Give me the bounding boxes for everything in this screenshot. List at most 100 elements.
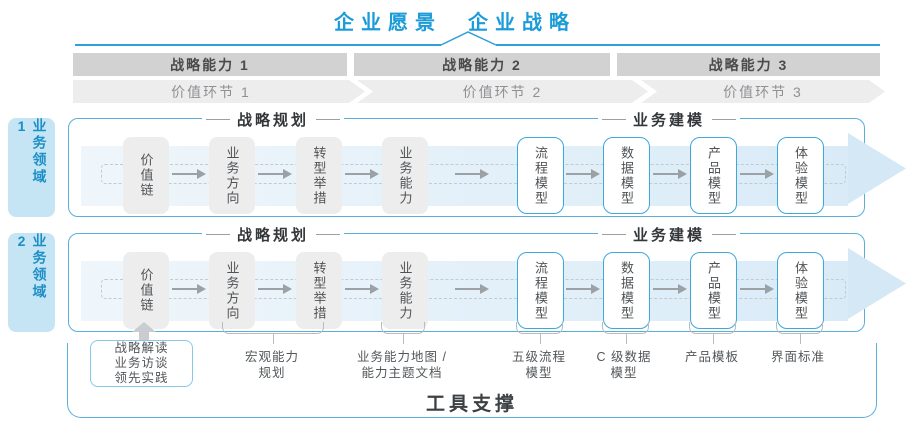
arrow-line [566,173,592,175]
arrow-head [765,169,774,179]
arrow-right-icon [740,169,774,179]
arrow-line [345,173,371,175]
capability-label: 战略能力 3 [708,56,789,73]
title-dash [316,119,341,120]
note-capability-map: 业务能力地图 / 能力主题文档 [357,349,447,381]
section-title-business-modeling: 业务建模 [597,109,741,130]
bracket-data-model [602,322,649,344]
section-title-strategic-planning: 战略规划 [201,109,345,130]
value-link-chevron-1: 价值环节 1 [73,80,365,103]
box-business-capability: 业务能力 [382,252,428,329]
note-ui-standard: 界面标准 [771,349,825,365]
vision-title: 企业愿景 [334,12,442,34]
arrow-right-icon [566,284,600,294]
capability-bar-1: 战略能力 1 [73,53,347,76]
section-title-strategic-planning: 战略规划 [201,224,345,245]
arrow-head [591,169,600,179]
note-line: 模型 [610,366,638,380]
arrow-line [172,288,198,290]
note-data-model: C 级数据 模型 [596,349,651,381]
title-dash [712,119,737,120]
note-line: 业务访谈 [114,356,169,370]
swimlane-domain-2: 价值链 业务方向 转型举措 业务能力 流程模型 数据模型 产品模型 体验模型 战… [68,224,906,332]
box-process-model: 流程模型 [517,137,564,214]
note-product-template: 产品模板 [685,349,739,365]
sidebar-item-domain-2: 业务领域 2 [8,233,55,332]
arrow-head [765,284,774,294]
box-label: 业务能力 [397,145,413,206]
box-label: 产品模型 [706,145,721,206]
box-product-model: 产品模型 [690,137,737,214]
box-transformation-measures: 转型举措 [296,137,342,214]
box-label: 产品模型 [706,260,721,321]
arrow-head [480,169,489,179]
arrow-head [283,284,292,294]
arrow-head [197,169,206,179]
title-dash [601,234,626,235]
box-label: 业务方向 [224,260,240,321]
dashed-track [101,164,846,184]
arrow-line [653,173,679,175]
tool-support-title: 工具支撑 [425,394,519,415]
note-line: 领先实践 [114,371,169,385]
arrow-right-icon [172,169,206,179]
box-transformation-measures: 转型举措 [296,252,342,329]
value-link-label: 价值环节 3 [723,83,803,100]
arrow-right-icon [740,284,774,294]
bracket-capability-map [381,322,425,344]
section-title-business-modeling: 业务建模 [597,224,741,245]
section-title-label: 战略规划 [236,227,310,244]
note-line: 宏观能力 [244,350,300,364]
box-experience-model: 体验模型 [777,137,824,214]
section-title-label: 战略规划 [236,112,310,129]
arrow-head [197,284,206,294]
arrow-head [370,284,379,294]
arrow-line [566,288,592,290]
arrow-head [283,169,292,179]
value-link-chevron-3: 价值环节 3 [641,80,885,103]
bracket-product-template [689,322,736,344]
title-dash [205,119,230,120]
arrow-right-icon [455,284,489,294]
section-title-label: 业务建模 [632,227,706,244]
domain-label: 业务领域 2 [13,233,48,301]
arrow-head [480,284,489,294]
arrow-right-icon [258,169,292,179]
arrow-head [591,284,600,294]
box-business-direction: 业务方向 [209,137,255,214]
diagram-header: 企业愿景 企业战略 [0,6,910,35]
arrow-head [678,284,687,294]
box-value-chain: 价值链 [123,252,169,329]
note-line: 战略解读 [114,341,169,355]
box-data-model: 数据模型 [603,252,650,329]
arrow-head [678,169,687,179]
flow-arrow-head [848,248,906,319]
box-label: 价值链 [138,153,154,198]
note-line: 产品模板 [684,350,740,364]
header-line-left [75,44,441,46]
note-line: 能力主题文档 [361,366,443,380]
box-label: 流程模型 [533,260,548,321]
value-link-label: 价值环节 1 [171,83,251,100]
bracket-macro-capability [222,322,324,344]
box-label: 业务能力 [397,260,413,321]
value-link-chevron-2: 价值环节 2 [357,80,648,103]
arrow-line [345,288,371,290]
box-business-capability: 业务能力 [382,137,428,214]
bracket-ui-standard [776,322,823,344]
box-label: 转型举措 [311,145,327,206]
box-data-model: 数据模型 [603,137,650,214]
box-business-direction: 业务方向 [209,252,255,329]
arrow-right-icon [455,169,489,179]
strategy-title: 企业战略 [468,12,576,34]
tool-support-container [67,343,877,418]
domain-label: 业务领域 1 [13,118,48,186]
note-line: 模型 [525,366,553,380]
title-dash [712,234,737,235]
box-experience-model: 体验模型 [777,252,824,329]
capability-bar-3: 战略能力 3 [617,53,880,76]
arrow-line [455,173,481,175]
note-strategy-interview: 战略解读 业务访谈 领先实践 [90,340,193,387]
arrow-right-icon [258,284,292,294]
capability-label: 战略能力 1 [170,56,250,73]
